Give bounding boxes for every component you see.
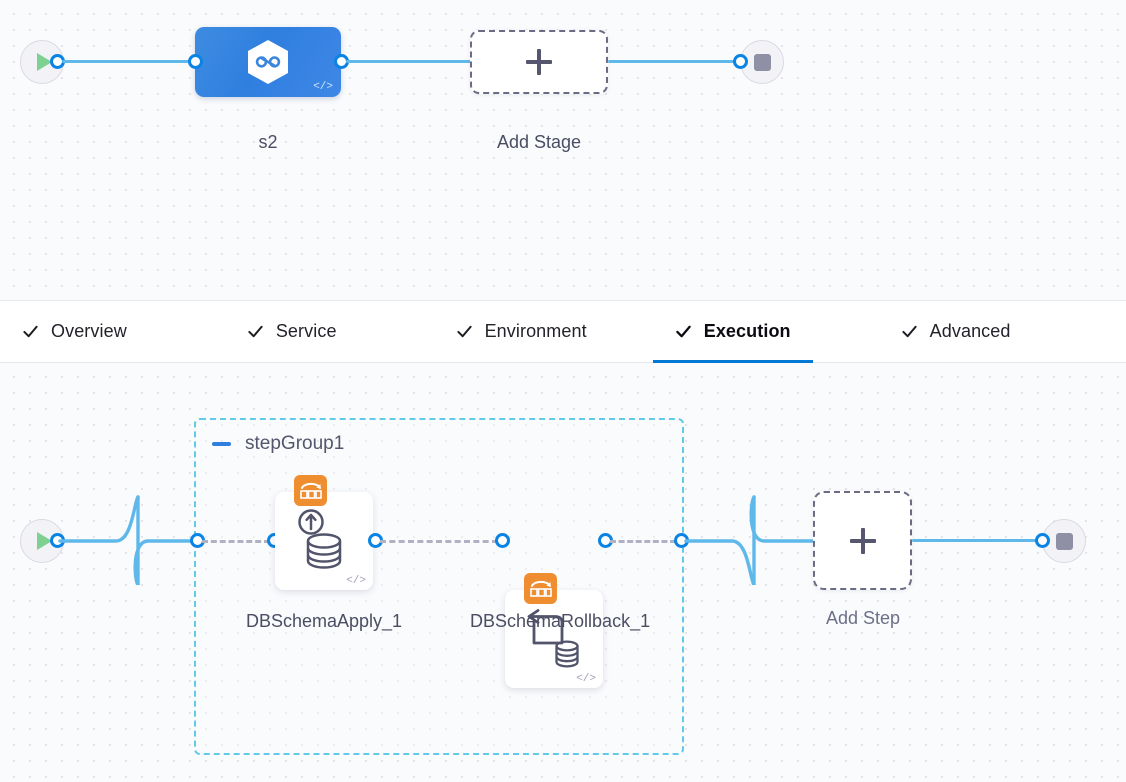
check-icon	[456, 325, 472, 338]
add-stage-label: Add Stage	[496, 132, 582, 152]
step-code-icon[interactable]: </>	[576, 673, 596, 685]
execution-end-port[interactable]	[1035, 533, 1050, 548]
execution-start-node[interactable]	[20, 519, 64, 563]
stage-config-tabs: Overview Service Environment Execution A…	[0, 300, 1126, 363]
play-triangle-icon	[36, 532, 52, 550]
db-schema-rollback-icon	[505, 594, 603, 682]
stage-end-port[interactable]	[733, 54, 748, 69]
stage-link-start-to-s2	[62, 60, 202, 63]
add-stage-button[interactable]	[470, 30, 608, 94]
play-triangle-icon	[36, 53, 52, 71]
db-migration-badge-icon	[524, 573, 557, 604]
tab-underline	[652, 360, 813, 363]
tab-label: Overview	[51, 321, 127, 341]
check-icon	[675, 325, 691, 338]
tab-label: Advanced	[929, 321, 1011, 341]
stage-label-s2: s2	[258, 132, 278, 152]
step-group-container[interactable]	[194, 418, 684, 755]
stage-link-add-to-end	[608, 60, 746, 63]
step2-in-port[interactable]	[495, 533, 510, 548]
tab-advanced[interactable]: Advanced	[879, 300, 1033, 363]
plus-icon	[526, 49, 552, 75]
step-group-title: stepGroup1	[245, 433, 345, 454]
step-code-icon[interactable]: </>	[346, 575, 366, 587]
stage-canvas[interactable]: </> s2 Add Stage	[0, 0, 1126, 300]
link-step1-to-step2	[380, 540, 498, 543]
add-step-label: Add Step	[825, 608, 901, 628]
tab-label: Execution	[703, 321, 791, 341]
step-label-dbschemaapply: DBSchemaApply_1	[245, 611, 403, 631]
add-step-button[interactable]	[813, 491, 912, 590]
tab-label: Environment	[484, 321, 587, 341]
tab-environment[interactable]: Environment	[434, 300, 609, 363]
link-group-to-step1	[202, 540, 270, 543]
stop-square-icon	[1055, 532, 1073, 550]
stage-node-s2[interactable]: </>	[195, 27, 341, 97]
play-icon	[20, 519, 64, 563]
link-step2-to-group-out	[610, 540, 676, 543]
harness-cd-hexagon-icon	[248, 40, 288, 84]
db-schema-apply-icon	[275, 496, 373, 584]
stage-link-s2-to-add	[346, 60, 472, 63]
step-node-dbschemarollback[interactable]: </>	[505, 573, 603, 688]
step-node-dbschemaapply[interactable]: </>	[275, 475, 373, 590]
tab-execution[interactable]: Execution	[652, 300, 813, 363]
step-label-dbschemarollback: DBSchemaRollback_1	[470, 611, 651, 631]
execution-link-group-to-addstep	[684, 495, 818, 585]
step-group-header: stepGroup1	[212, 433, 344, 455]
db-migration-badge-icon	[294, 475, 327, 506]
plus-icon	[849, 527, 876, 554]
stage-end-node[interactable]	[740, 40, 784, 84]
stage-s2-in-port[interactable]	[188, 54, 203, 69]
execution-link-start-to-group	[58, 495, 200, 585]
minus-icon[interactable]	[212, 442, 231, 446]
stage-code-icon[interactable]: </>	[313, 81, 333, 93]
check-icon	[248, 325, 263, 338]
stop-icon	[740, 40, 784, 84]
check-icon	[902, 325, 917, 338]
tab-overview[interactable]: Overview	[0, 300, 149, 363]
execution-canvas[interactable]: stepGroup1	[0, 363, 1126, 782]
execution-link-addstep-to-end	[912, 539, 1042, 542]
tab-label: Service	[275, 321, 337, 341]
check-icon	[23, 325, 38, 338]
tab-service[interactable]: Service	[225, 300, 359, 363]
stop-square-icon	[753, 53, 771, 71]
